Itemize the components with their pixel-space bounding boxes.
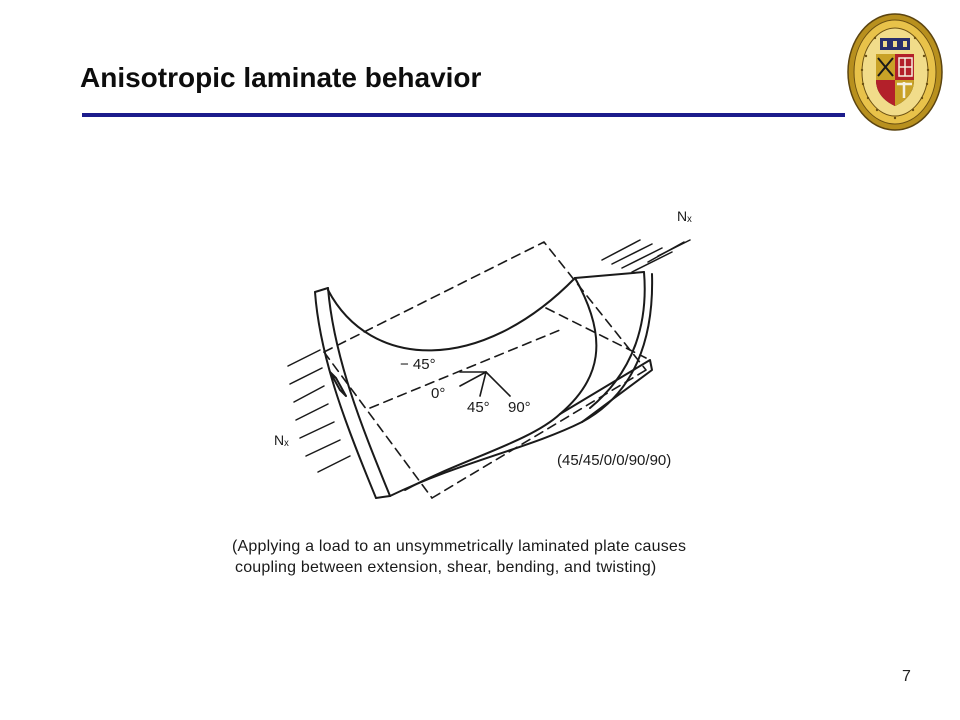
ply-angle-minus-45: − 45°	[400, 356, 436, 373]
load-arrows-right	[601, 239, 691, 273]
laminate-drawing	[287, 239, 691, 499]
university-seal-icon	[847, 13, 943, 131]
ply-direction-lines	[459, 371, 511, 397]
page-number: 7	[902, 668, 911, 685]
load-label-top: Nₓ	[677, 208, 692, 224]
caption-line-2: coupling between extension, shear, bendi…	[235, 559, 657, 576]
undeformed-plate-outline	[323, 241, 647, 499]
load-arrows-left	[287, 349, 351, 473]
ply-angle-0: 0°	[431, 385, 446, 402]
title-underline	[82, 113, 845, 117]
ply-angle-90: 90°	[508, 399, 531, 416]
slide-title: Anisotropic laminate behavior	[80, 62, 482, 93]
load-label-left: Nₓ	[274, 432, 289, 448]
ply-angle-45: 45°	[467, 399, 490, 416]
layup-label: (45/45/0/0/90/90)	[557, 452, 672, 469]
laminate-diagram: Nₓ Nₓ − 45° 0° 45° 90° (45/45/0/0/90/90)	[260, 200, 720, 520]
caption-line-1: (Applying a load to an unsymmetrically l…	[232, 538, 687, 555]
deformed-plate	[314, 271, 654, 499]
figure-caption: (Applying a load to an unsymmetrically l…	[232, 536, 686, 578]
